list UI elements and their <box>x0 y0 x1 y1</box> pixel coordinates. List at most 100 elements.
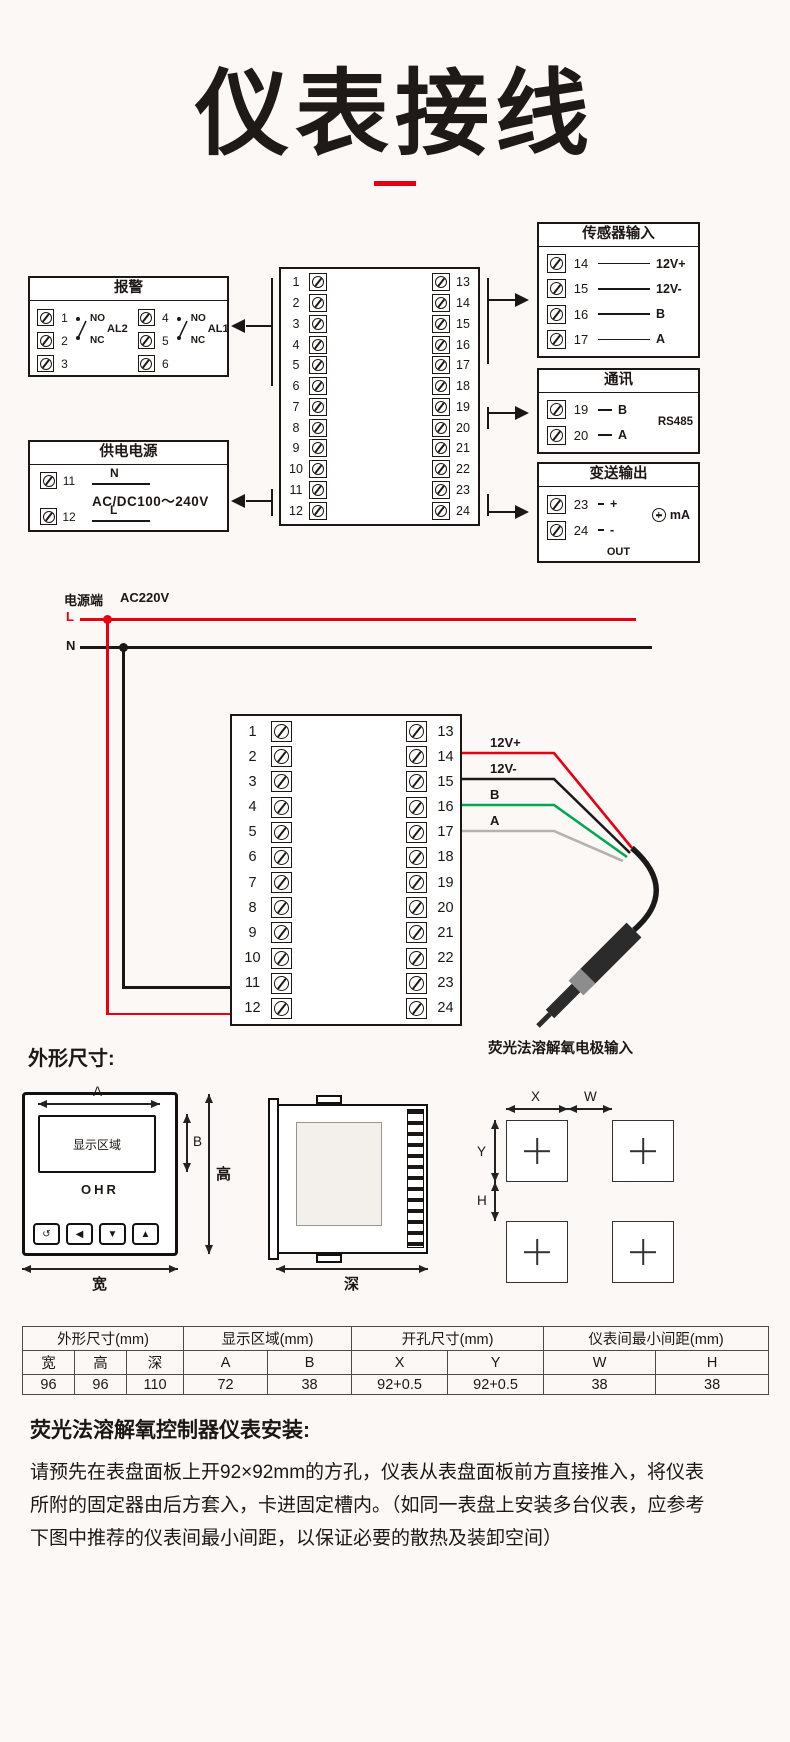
terminal-screw-box <box>37 355 54 372</box>
relay-contact-icon <box>175 306 189 375</box>
screw-icon <box>409 950 424 966</box>
terminal-screw-box <box>309 480 327 499</box>
bracket-line <box>271 489 273 516</box>
screw-icon <box>435 463 447 476</box>
terminal-row: 1 <box>37 306 72 329</box>
terminal-row: 3 <box>37 352 72 375</box>
installation-notes: 请预先在表盘面板上开92×92mm的方孔，仪表从表盘面板前方直接推入，将仪表所附… <box>30 1456 762 1555</box>
out-label: OUT <box>606 546 631 558</box>
terminal-number: 20 <box>456 420 470 435</box>
arrow-to-sensor-icon <box>515 293 529 307</box>
table-column-header: W <box>543 1350 657 1375</box>
screw-icon <box>42 510 55 523</box>
installation-section: 荧光法溶解氧控制器仪表安装: 请预先在表盘面板上开92×92mm的方孔，仪表从表… <box>30 1414 762 1555</box>
neutral-label: N <box>110 466 119 480</box>
screw-icon <box>435 276 447 289</box>
wire-line <box>92 483 150 485</box>
display-area: 显示区域 <box>38 1115 156 1173</box>
table-group-header: 仪表间最小间距(mm) <box>543 1326 770 1351</box>
side-body-panel <box>296 1122 382 1226</box>
terminal-number: 10 <box>244 950 261 967</box>
table-value-cell: 92+0.5 <box>447 1374 545 1395</box>
sensor-probe-drawing <box>462 751 659 1028</box>
installation-note-line: 所附的固定器由后方套入，卡进固定槽内。（如同一表盘上安装多台仪表，应参考 <box>30 1495 705 1516</box>
panel-button-left: ◀ <box>66 1223 93 1245</box>
terminal-number: 4 <box>161 310 169 325</box>
terminal-row: 14 <box>406 744 457 769</box>
terminal-number: 13 <box>437 723 454 740</box>
terminal-screw-box <box>406 972 427 994</box>
terminal-row: 6 <box>137 352 173 375</box>
terminal-screw-box <box>406 997 427 1019</box>
terminal-number: 12 <box>244 1000 261 1017</box>
terminal-row: 23 <box>406 971 457 996</box>
dim-label-b: B <box>193 1134 203 1149</box>
terminal-number: 19 <box>573 402 589 418</box>
terminal-number: 5 <box>161 333 169 348</box>
terminal-row: 24 <box>432 500 473 521</box>
terminal-screw-box <box>406 746 427 768</box>
table-column-header: A <box>183 1350 269 1375</box>
screw-icon <box>435 317 447 330</box>
terminal-number: 14 <box>573 256 589 272</box>
ac-voltage-label: AC220V <box>120 590 170 605</box>
terminal-number: 22 <box>437 950 454 967</box>
dimension-line-width <box>22 1265 178 1272</box>
front-bezel <box>268 1098 279 1260</box>
terminal-number: 2 <box>248 748 257 765</box>
terminal-number: 17 <box>456 358 470 373</box>
terminal-screw-box <box>406 922 427 944</box>
screw-icon <box>409 1000 424 1016</box>
terminal-number: 3 <box>292 316 300 331</box>
nc-contact-label: NC <box>190 335 206 346</box>
relay-contact-icon <box>74 306 88 375</box>
table-column-header: 宽 <box>22 1350 75 1375</box>
alarm-terminals: 4 5 6 <box>137 306 173 375</box>
wire-line <box>598 262 650 265</box>
terminal-signal-label: B <box>656 307 666 322</box>
terminal-screw-box <box>432 335 450 354</box>
wire-signal-label: A <box>490 813 500 828</box>
table-group-row: 外形尺寸(mm)显示区域(mm)开孔尺寸(mm)仪表间最小间距(mm) <box>21 1326 770 1351</box>
terminal-number: 4 <box>292 337 300 352</box>
connector-line <box>489 412 516 414</box>
table-column-header: 深 <box>125 1350 185 1375</box>
screw-icon <box>274 824 289 840</box>
screw-icon <box>274 950 289 966</box>
terminal-screw-box <box>432 418 450 437</box>
terminal-number: 13 <box>456 275 470 290</box>
terminal-row: 4 <box>286 334 327 355</box>
terminal-number: 22 <box>456 462 470 477</box>
terminal-number: 12 <box>62 509 76 524</box>
terminal-row: 12 <box>241 996 292 1021</box>
no-contact-label: NO <box>190 313 206 324</box>
connector-line <box>246 325 272 327</box>
terminal-screw-box <box>271 872 292 894</box>
dim-label-depth: 深 <box>344 1276 360 1293</box>
io-terminal-row: 23+ <box>547 491 644 517</box>
screw-icon <box>274 849 289 865</box>
table-column-header: X <box>351 1350 449 1375</box>
terminal-screw-box <box>271 771 292 793</box>
terminal-number: 9 <box>248 924 257 941</box>
table-value-cell: 38 <box>543 1374 657 1395</box>
probe-input-label: 荧光法溶解氧电极输入 <box>488 1041 633 1057</box>
terminal-row: 2 <box>241 744 292 769</box>
terminal-number: 21 <box>456 441 470 456</box>
terminal-number: 20 <box>437 899 454 916</box>
terminal-screw-box <box>432 294 450 313</box>
terminal-number: 15 <box>437 773 454 790</box>
screw-icon <box>550 332 563 346</box>
terminal-screw-box <box>40 472 57 489</box>
mounting-clamp-top <box>316 1095 342 1104</box>
table-column-header: Y <box>447 1350 545 1375</box>
terminal-screw-box <box>271 897 292 919</box>
terminal-screw-box <box>309 335 327 354</box>
terminal-row: 17 <box>432 355 473 376</box>
terminal-number: 6 <box>161 356 169 371</box>
